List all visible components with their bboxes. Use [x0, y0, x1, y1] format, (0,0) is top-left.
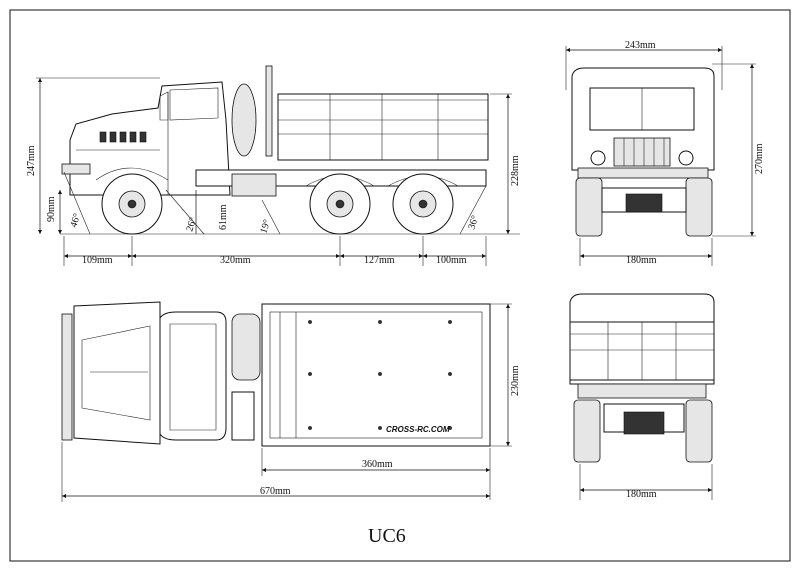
front-tire-left — [575, 177, 603, 237]
rear-tire-right — [685, 399, 713, 463]
angle-breakover-1: 26° — [184, 216, 199, 233]
top-spare-tire — [231, 313, 261, 381]
dim-overall-length: 670mm — [260, 486, 291, 497]
top-cargo-bed — [261, 303, 491, 447]
dim-rear-overhang: 100mm — [436, 255, 467, 266]
top-view: CROSS-RC.COM 230mm 360mm 670mm — [61, 301, 521, 502]
side-wheel-front — [101, 173, 163, 235]
dim-front-overhang: 109mm — [82, 255, 113, 266]
spare-tire — [231, 83, 257, 157]
dim-wheelbase-front: 320mm — [220, 255, 251, 266]
bed-logo: CROSS-RC.COM — [386, 425, 450, 434]
dim-front-height: 270mm — [754, 143, 765, 174]
side-wheel-middle — [309, 173, 371, 235]
dim-bed-length: 360mm — [362, 459, 393, 470]
dim-bed-width: 230mm — [510, 365, 521, 396]
front-tire-right — [685, 177, 713, 237]
side-view: 247mm 228mm 90mm 109mm 320mm 127mm 100mm… — [26, 65, 521, 266]
dim-rear-track: 180mm — [626, 489, 657, 500]
drawing-title: UC6 — [368, 525, 406, 547]
dim-front-width: 243mm — [625, 40, 656, 51]
angle-breakover-2: 19° — [258, 218, 273, 235]
dim-front-track: 180mm — [626, 255, 657, 266]
angle-approach: 46° — [68, 212, 83, 229]
front-view: 243mm 270mm 180mm — [565, 40, 765, 266]
dim-wheelbase-rear: 127mm — [364, 255, 395, 266]
rear-view: 180mm — [569, 293, 715, 500]
dim-overall-height: 247mm — [26, 145, 37, 176]
sheet-border — [9, 9, 791, 562]
dim-ground-clearance: 90mm — [46, 196, 57, 222]
grille-slots — [99, 131, 147, 143]
angle-departure: 36° — [466, 214, 481, 231]
cargo-bed — [277, 93, 489, 161]
dim-clearance-61: 61mm — [218, 204, 229, 230]
dim-cargo-height: 228mm — [510, 155, 521, 186]
side-wheel-rear — [392, 173, 454, 235]
rear-tire-left — [573, 399, 601, 463]
